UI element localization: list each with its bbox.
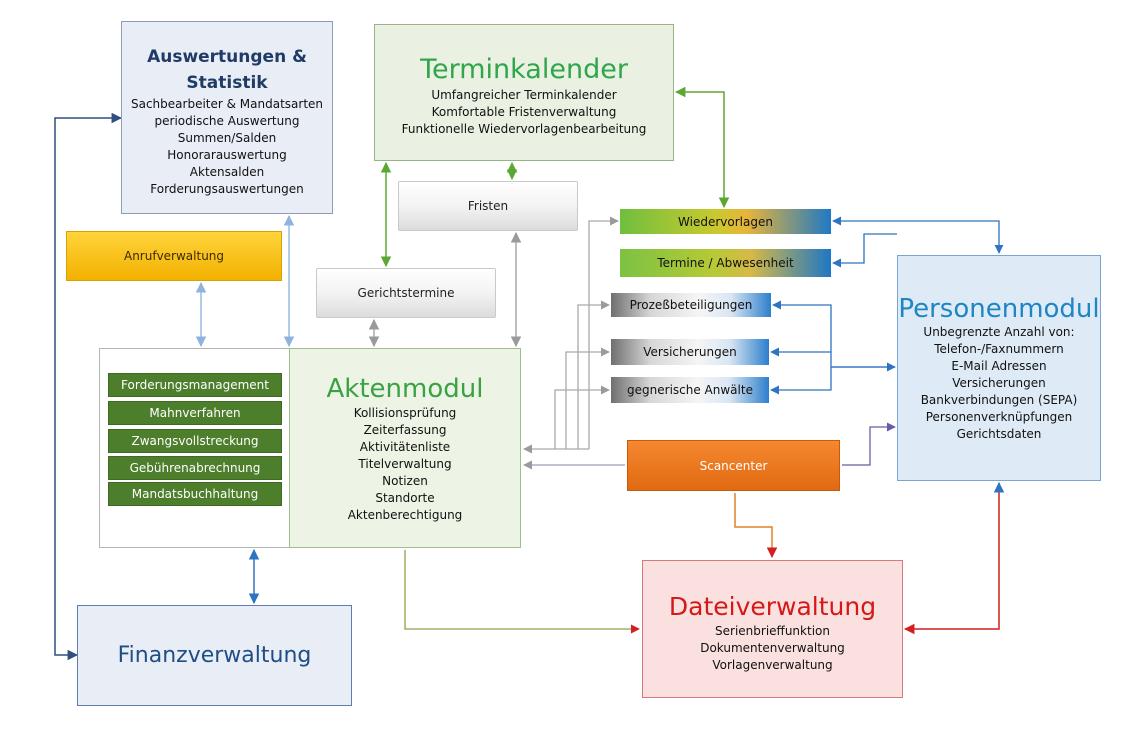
scancenter-box[interactable]: Scancenter xyxy=(627,440,840,491)
auswertungen-item: Summen/Salden xyxy=(177,131,277,145)
dateiverwaltung-title: Dateiverwaltung xyxy=(668,592,877,621)
aktenmodul-item: Titelverwaltung xyxy=(358,457,452,471)
edge-scan-datei xyxy=(734,493,778,559)
personenmodul-box[interactable]: Personenmodul Unbegrenzte Anzahl von: Te… xyxy=(897,255,1101,481)
gegnerische-anwaelte-label: gegnerische Anwälte xyxy=(627,383,753,397)
zwangsvollstreckung-box[interactable]: Zwangsvollstreckung xyxy=(108,429,282,453)
edge-akten-versicherungen xyxy=(565,347,610,449)
terminkalender-item: Komfortable Fristenverwaltung xyxy=(431,105,617,119)
aktenmodul-item: Kollisionsprüfung xyxy=(353,406,457,420)
edge-personen-wiedervorlagen xyxy=(832,216,1004,254)
submodule-label: Gebührenabrechnung xyxy=(129,461,261,475)
prozessbeteiligungen-box[interactable]: Prozeßbeteiligungen xyxy=(611,293,771,317)
submodule-label: Mahnverfahren xyxy=(149,406,241,420)
dateiverwaltung-item: Vorlagenverwaltung xyxy=(712,658,833,672)
mandatsbuchhaltung-box[interactable]: Mandatsbuchhaltung xyxy=(108,482,282,506)
aktenmodul-item: Aktivitätenliste xyxy=(359,440,451,454)
personenmodul-item: Personenverknüpfungen xyxy=(925,410,1073,424)
finanzverwaltung-title: Finanzverwaltung xyxy=(117,643,312,668)
fristen-label: Fristen xyxy=(467,199,509,213)
versicherungen-box[interactable]: Versicherungen xyxy=(611,339,769,365)
fristen-box[interactable]: Fristen xyxy=(398,181,578,231)
auswertungen-statistik-box[interactable]: Auswertungen & Statistik Sachbearbeiter … xyxy=(121,21,333,214)
dateiverwaltung-item: Dokumentenverwaltung xyxy=(700,641,845,655)
personenmodul-item: Gerichtsdaten xyxy=(956,427,1042,441)
gerichtstermine-label: Gerichtstermine xyxy=(357,286,455,300)
aktenmodul-box[interactable]: Aktenmodul Kollisionsprüfung Zeiterfassu… xyxy=(289,348,521,548)
termine-abwesenheit-label: Termine / Abwesenheit xyxy=(657,256,794,270)
edge-akten-anwaelte xyxy=(554,385,610,449)
prozessbeteiligungen-label: Prozeßbeteiligungen xyxy=(629,298,753,312)
edge-akten-wiedervorlagen xyxy=(588,216,619,449)
versicherungen-label: Versicherungen xyxy=(643,345,737,359)
finanzverwaltung-box[interactable]: Finanzverwaltung xyxy=(77,605,352,706)
auswertungen-item: Forderungsauswertungen xyxy=(150,182,304,196)
aktenmodul-item: Aktenberechtigung xyxy=(347,508,463,522)
auswertungen-item: Sachbearbeiter & Mandatsarten xyxy=(130,97,324,111)
aktenmodul-item: Notizen xyxy=(382,474,428,488)
edge-akten-prozess xyxy=(577,300,610,449)
personenmodul-title: Personenmodul xyxy=(898,294,1100,324)
submodule-label: Forderungsmanagement xyxy=(121,378,269,392)
aktenmodul-item: Zeiterfassung xyxy=(363,423,447,437)
gerichtstermine-box[interactable]: Gerichtstermine xyxy=(316,268,496,318)
termine-abwesenheit-box[interactable]: Termine / Abwesenheit xyxy=(620,249,831,277)
terminkalender-box[interactable]: Terminkalender Umfangreicher Terminkalen… xyxy=(374,24,674,161)
submodule-label: Mandatsbuchhaltung xyxy=(131,487,259,501)
edge-termin-wiedervorlagen xyxy=(674,86,730,209)
auswertungen-item: Honorarauswertung xyxy=(167,148,287,162)
auswertungen-title-line1: Auswertungen & xyxy=(147,47,307,67)
submodule-label: Zwangsvollstreckung xyxy=(131,434,259,448)
edge-datei-personen xyxy=(903,481,1005,635)
edge-personen-anwaelte xyxy=(770,367,832,395)
personenmodul-item: Telefon-/Faxnummern xyxy=(934,342,1064,356)
anrufverwaltung-box[interactable]: Anrufverwaltung xyxy=(66,231,282,281)
edge-scan-personen xyxy=(842,422,896,466)
personenmodul-item: E-Mail Adressen xyxy=(951,359,1047,373)
edge-akten-datei xyxy=(404,550,640,634)
personenmodul-item: Unbegrenzte Anzahl von: xyxy=(923,325,1075,339)
dateiverwaltung-item: Serienbrieffunktion xyxy=(715,624,830,638)
dateiverwaltung-box[interactable]: Dateiverwaltung Serienbrieffunktion Doku… xyxy=(642,560,903,698)
anrufverwaltung-label: Anrufverwaltung xyxy=(123,249,225,263)
mahnverfahren-box[interactable]: Mahnverfahren xyxy=(108,401,282,425)
auswertungen-item: Aktensalden xyxy=(189,165,265,179)
edge-auswertungen-finanz xyxy=(54,112,123,661)
personenmodul-item: Bankverbindungen (SEPA) xyxy=(920,393,1078,407)
terminkalender-title: Terminkalender xyxy=(420,54,628,85)
gegnerische-anwaelte-box[interactable]: gegnerische Anwälte xyxy=(611,377,769,403)
auswertungen-title-line2: Statistik xyxy=(186,73,268,93)
gebuehrenabrechnung-box[interactable]: Gebührenabrechnung xyxy=(108,456,282,480)
aktenmodul-item: Standorte xyxy=(375,491,435,505)
auswertungen-item: periodische Auswertung xyxy=(154,114,300,128)
terminkalender-item: Umfangreicher Terminkalender xyxy=(431,88,617,102)
edge-personen-prozess xyxy=(772,300,895,368)
forderungsmanagement-box[interactable]: Forderungsmanagement xyxy=(108,373,282,397)
edge-personen-termine xyxy=(832,233,897,268)
aktenmodul-title: Aktenmodul xyxy=(326,374,484,404)
scancenter-label: Scancenter xyxy=(699,458,768,473)
wiedervorlagen-box[interactable]: Wiedervorlagen xyxy=(620,209,831,234)
terminkalender-item: Funktionelle Wiedervorlagenbearbeitung xyxy=(401,122,647,136)
wiedervorlagen-label: Wiedervorlagen xyxy=(678,214,773,229)
personenmodul-item: Versicherungen xyxy=(952,376,1046,390)
